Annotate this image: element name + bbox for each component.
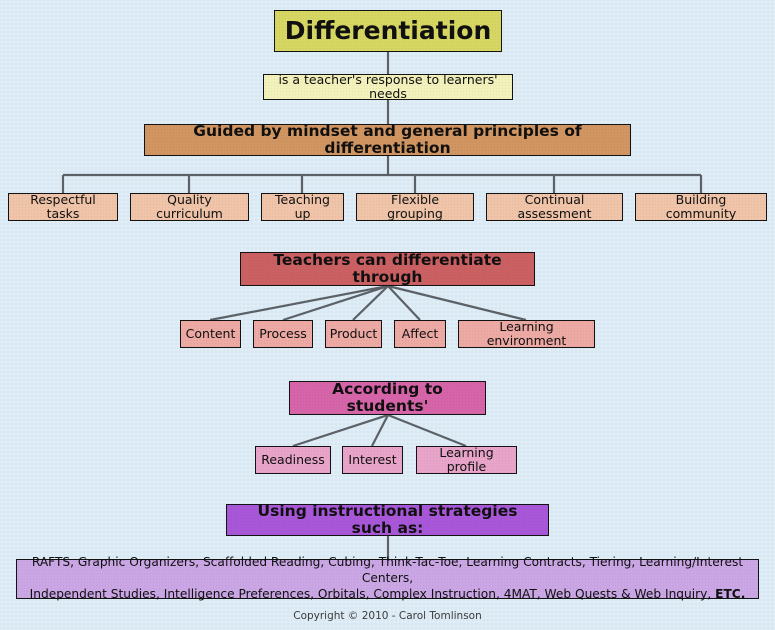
node-label: Affect bbox=[401, 326, 439, 341]
strategies-list-text: RAFTS, Graphic Organizers, Scaffolded Re… bbox=[17, 555, 758, 603]
node-principle-respectful-tasks: Respectful tasks bbox=[8, 193, 118, 221]
node-label: Teaching up bbox=[275, 192, 330, 221]
node-label: Learning environment bbox=[486, 319, 567, 348]
node-principle-continual-assessment: Continual assessment bbox=[486, 193, 623, 221]
node-principle-quality-curriculum: Quality curriculum bbox=[130, 193, 249, 221]
node-label: is a teacher's response to learners' nee… bbox=[278, 72, 498, 101]
node-label: According to students' bbox=[332, 379, 443, 415]
node-label: Teachers can differentiate through bbox=[273, 250, 502, 286]
node-label: Learning profile bbox=[439, 445, 494, 474]
node-label: Content bbox=[185, 326, 236, 341]
node-principle-flexible-grouping: Flexible grouping bbox=[356, 193, 474, 221]
node-teachers-can-differentiate-through: Teachers can differentiate through bbox=[240, 250, 535, 286]
node-label: Differentiation bbox=[284, 16, 492, 45]
node-label: Continual assessment bbox=[517, 192, 592, 221]
node-definition: is a teacher's response to learners' nee… bbox=[263, 72, 513, 101]
connector-element-fan-1 bbox=[282, 284, 389, 322]
strategies-line-2-emphasis: ETC. bbox=[715, 586, 746, 601]
node-trait-learning-profile: Learning profile bbox=[416, 446, 517, 474]
node-guided-by-mindset: Guided by mindset and general principles… bbox=[144, 121, 631, 157]
node-trait-readiness: Readiness bbox=[255, 446, 331, 474]
connector-trait-fan-0 bbox=[292, 413, 389, 448]
strategies-line-1: RAFTS, Graphic Organizers, Scaffolded Re… bbox=[31, 555, 744, 586]
node-label: Respectful tasks bbox=[30, 192, 96, 221]
node-label: Building community bbox=[665, 192, 737, 221]
node-label: Readiness bbox=[261, 452, 325, 467]
node-label: Quality curriculum bbox=[156, 192, 223, 221]
node-element-process: Process bbox=[253, 320, 313, 348]
node-label: Using instructional strategies such as: bbox=[257, 501, 518, 537]
node-label: Product bbox=[329, 326, 378, 341]
node-label: Flexible grouping bbox=[387, 192, 443, 221]
connector-element-fan-4 bbox=[387, 284, 527, 322]
node-according-to-students: According to students' bbox=[289, 379, 486, 415]
node-element-product: Product bbox=[325, 320, 382, 348]
node-principle-building-community: Building community bbox=[635, 193, 767, 221]
node-principle-teaching-up: Teaching up bbox=[261, 193, 344, 221]
connector-element-fan-0 bbox=[209, 284, 389, 322]
node-label: Guided by mindset and general principles… bbox=[193, 121, 582, 157]
strategies-line-2: Independent Studies, Intelligence Prefer… bbox=[29, 586, 716, 601]
node-element-affect: Affect bbox=[394, 320, 446, 348]
node-trait-interest: Interest bbox=[342, 446, 403, 474]
node-strategies-list: RAFTS, Graphic Organizers, Scaffolded Re… bbox=[16, 555, 759, 601]
copyright-notice: Copyright © 2010 - Carol Tomlinson bbox=[293, 610, 482, 622]
node-using-instructional-strategies: Using instructional strategies such as: bbox=[226, 501, 549, 537]
node-differentiation-title: Differentiation bbox=[274, 10, 502, 52]
node-element-content: Content bbox=[180, 320, 241, 348]
connector-element-fan-3 bbox=[387, 285, 421, 321]
node-label: Interest bbox=[348, 452, 397, 467]
node-element-learning-environment: Learning environment bbox=[458, 320, 595, 348]
connector-element-fan-2 bbox=[352, 285, 389, 321]
node-label: Process bbox=[259, 326, 307, 341]
connector-trait-fan-1 bbox=[371, 414, 389, 447]
connector-trait-fan-2 bbox=[387, 413, 467, 448]
